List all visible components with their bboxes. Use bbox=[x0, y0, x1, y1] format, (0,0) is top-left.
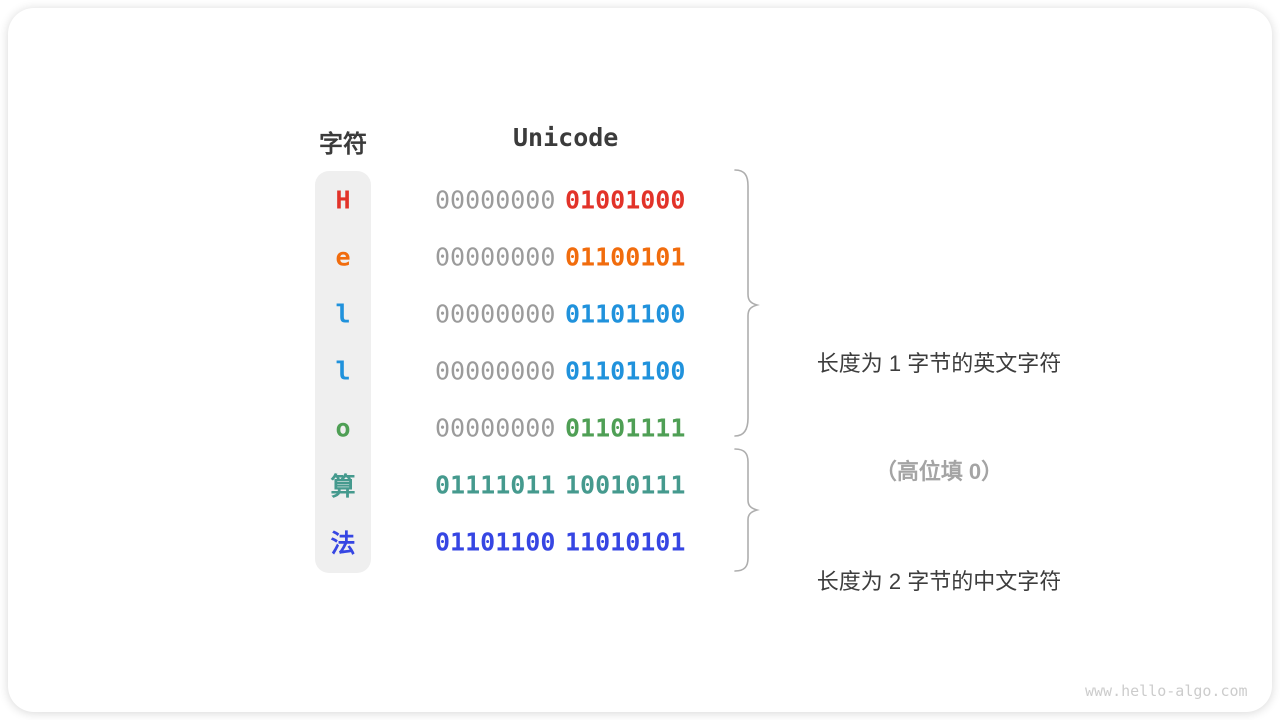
table-row: l 00000000 01101100 bbox=[8, 342, 1272, 399]
table-row: l 00000000 01101100 bbox=[8, 285, 1272, 342]
annotation-group-1-line-2: （高位填 0） bbox=[874, 459, 1004, 484]
character-column-background bbox=[315, 171, 371, 573]
character-cell: e bbox=[335, 242, 351, 271]
annotation-group-1: 长度为 1 字节的英文字符 （高位填 0） bbox=[774, 274, 1104, 562]
column-header-unicode: Unicode bbox=[513, 123, 619, 152]
table-row: 法 01101100 11010101 bbox=[8, 513, 1272, 570]
character-cell: H bbox=[335, 185, 351, 214]
annotation-group-1-line-1: 长度为 1 字节的英文字符 bbox=[816, 351, 1062, 376]
byte-high: 00000000 bbox=[435, 299, 556, 328]
character-cell: l bbox=[335, 299, 351, 328]
byte-high: 00000000 bbox=[435, 356, 556, 385]
byte-high: 00000000 bbox=[435, 185, 556, 214]
character-cell: l bbox=[335, 356, 351, 385]
table-row: o 00000000 01101111 bbox=[8, 399, 1272, 456]
byte-high: 00000000 bbox=[435, 413, 556, 442]
curly-brace-group-1 bbox=[734, 169, 760, 437]
byte-low: 01101100 bbox=[565, 299, 686, 328]
byte-low: 11010101 bbox=[565, 527, 686, 556]
byte-high: 01111011 bbox=[435, 470, 556, 499]
annotation-group-2-line-1: 长度为 2 字节的中文字符 bbox=[816, 569, 1062, 594]
table-row: 算 01111011 10010111 bbox=[8, 456, 1272, 513]
byte-low: 01001000 bbox=[565, 185, 686, 214]
byte-low: 01101111 bbox=[565, 413, 686, 442]
curly-brace-group-2 bbox=[734, 448, 760, 572]
byte-low: 10010111 bbox=[565, 470, 686, 499]
figure-card: 字符 Unicode H 00000000 01001000 e 0000000… bbox=[8, 8, 1272, 712]
table-row: H 00000000 01001000 bbox=[8, 171, 1272, 228]
column-header-char: 字符 bbox=[319, 131, 367, 158]
byte-high: 00000000 bbox=[435, 242, 556, 271]
character-cell: o bbox=[335, 413, 351, 442]
table-row: e 00000000 01100101 bbox=[8, 228, 1272, 285]
character-cell: 算 bbox=[330, 471, 356, 501]
character-cell: 法 bbox=[330, 528, 356, 558]
byte-high: 01101100 bbox=[435, 527, 556, 556]
byte-low: 01100101 bbox=[565, 242, 686, 271]
watermark: www.hello-algo.com bbox=[1085, 682, 1248, 700]
byte-low: 01101100 bbox=[565, 356, 686, 385]
annotation-group-2: 长度为 2 字节的中文字符 bbox=[774, 492, 1104, 672]
